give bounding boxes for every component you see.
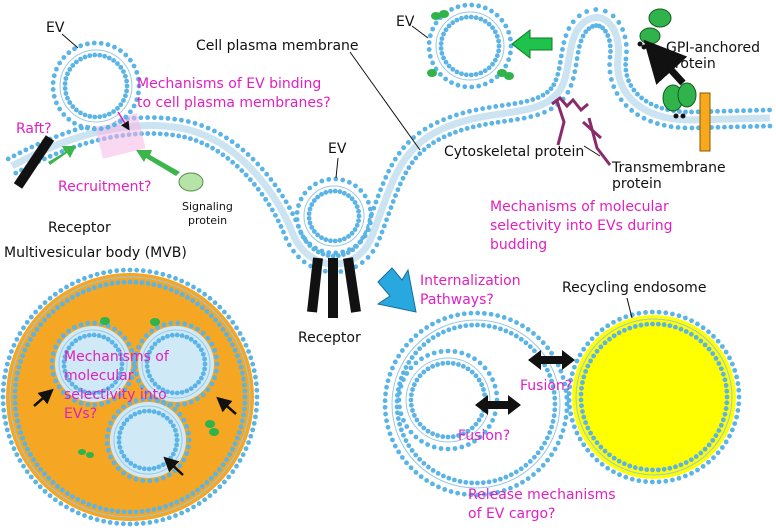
question-budding-selectivity: Mechanisms of molecular selectivity into…: [490, 199, 677, 253]
raft-pointer: [117, 111, 130, 131]
label-ev-top-right: EV: [396, 14, 415, 30]
label-receptor-left: Receptor: [48, 220, 111, 236]
green-arrow-icon: [136, 150, 180, 176]
leader-lines: [61, 25, 633, 319]
black-arrow-icon: [33, 388, 237, 476]
question-fusion-upper: Fusion?: [520, 378, 572, 394]
mvb-inner-vesicle: [132, 320, 220, 408]
label-receptor-center: Receptor: [298, 330, 361, 346]
label-ev-center: EV: [328, 141, 347, 157]
ev-vesicle-top-left: [50, 40, 142, 132]
vesicles: [0, 2, 742, 527]
question-internalization: Internalization Pathways?: [420, 273, 525, 308]
lipid-raft: [94, 113, 146, 159]
signaling-protein-icon: [178, 172, 204, 192]
double-arrow-icon: [475, 350, 575, 415]
label-recycling-endosome: Recycling endosome: [562, 280, 706, 296]
black-arrow-icon: [643, 39, 688, 86]
receptor-bar-icon: [13, 135, 55, 189]
ev-vesicle-center: [294, 176, 374, 256]
label-gpi-anchored-protein: GPI-anchored protein: [666, 40, 764, 72]
label-transmembrane-protein: Transmembrane protein: [611, 160, 730, 192]
green-arrow-icon: [511, 28, 553, 60]
label-signaling-protein: Signaling protein: [182, 200, 236, 227]
protein-icon: [427, 10, 514, 80]
question-fusion-lower: Fusion?: [458, 428, 510, 444]
transmembrane-protein-icon: [699, 92, 711, 152]
question-raft: Raft?: [16, 121, 52, 137]
label-ev-top-left: EV: [46, 20, 65, 36]
label-mvb: Multivesicular body (MVB): [4, 245, 187, 261]
question-binding: Mechanisms of EV binding to cell plasma …: [137, 76, 331, 111]
cytoskeletal-protein-icon: [551, 95, 612, 166]
recycling-endosome: [566, 309, 742, 485]
label-cell-plasma-membrane: Cell plasma membrane: [196, 38, 359, 54]
green-arrow-icon: [48, 146, 76, 165]
question-mvb-selectivity: Mechanisms of molecular selectivity into…: [64, 349, 173, 422]
endosome-inner-vesicle: [396, 348, 500, 452]
question-recruitment: Recruitment?: [58, 179, 151, 195]
mvb-inner-vesicle: [49, 320, 137, 408]
question-release: Release mechanisms of EV cargo?: [468, 487, 620, 522]
label-cytoskeletal-protein: Cytoskeletal protein: [444, 144, 584, 160]
blue-arrow-icon: [376, 267, 417, 313]
receptor-bar-icon: [307, 257, 361, 318]
protein-icon: [78, 317, 219, 458]
ev-vesicle-top-right: [426, 2, 514, 90]
